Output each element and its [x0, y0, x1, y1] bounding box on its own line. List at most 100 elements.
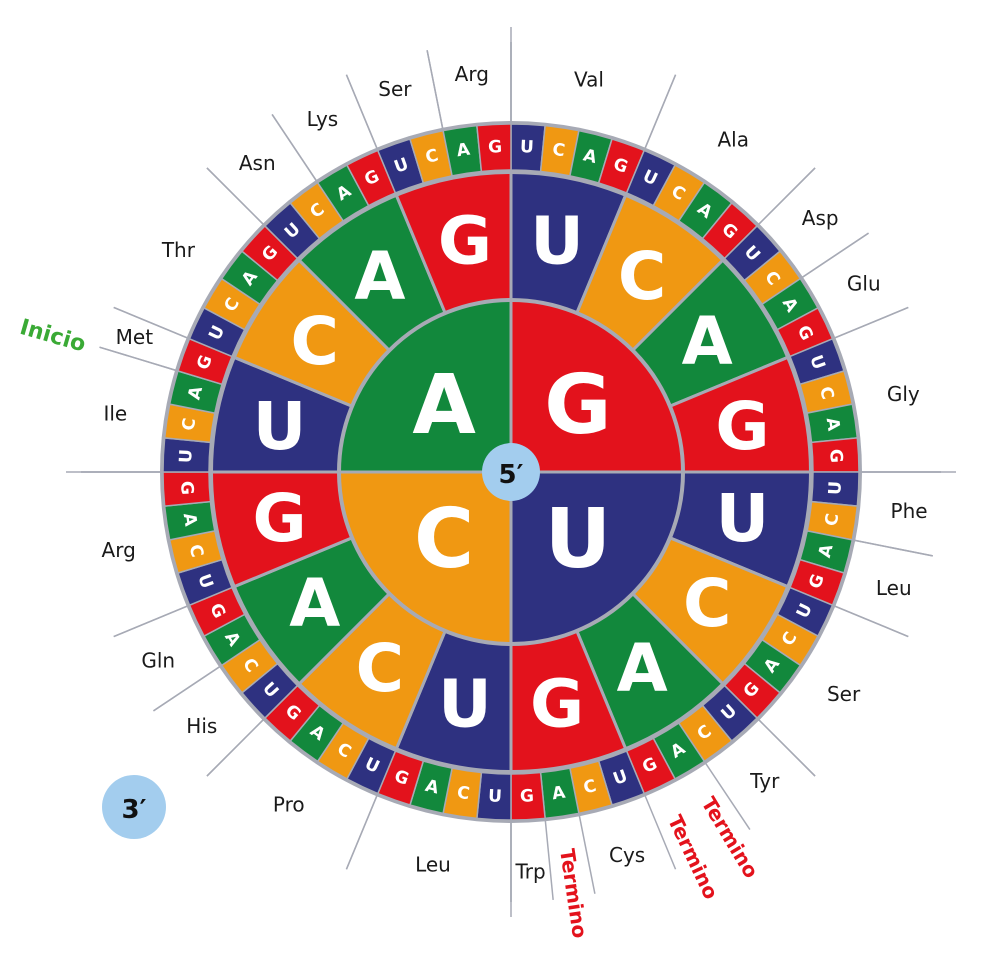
amino-acid-lys: Lys [307, 107, 339, 131]
third-base-letter: A [581, 145, 599, 168]
leader-line [756, 717, 816, 777]
third-base-letter: C [822, 512, 844, 527]
third-base-letter: G [392, 766, 412, 790]
third-base-letter: U [193, 572, 216, 592]
middle-ring-border [209, 170, 813, 774]
second-base-letter: A [617, 630, 668, 707]
leader-line [756, 167, 816, 227]
second-base-letter: C [618, 238, 666, 315]
third-base-letter: A [815, 541, 838, 559]
leader-line [345, 793, 379, 870]
first-base-letter: A [412, 358, 476, 453]
leader-line [206, 717, 266, 777]
third-base-letter: U [805, 353, 828, 373]
amino-acid-glu: Glu [847, 271, 881, 295]
leader-line [643, 74, 677, 151]
third-base-letter: C [551, 140, 566, 162]
amino-acid-arg: Arg [102, 538, 136, 562]
leader-line [799, 232, 869, 280]
first-base-letter: U [545, 492, 612, 587]
leader-line [852, 539, 933, 557]
leader-line [426, 50, 444, 131]
third-base-letter: G [825, 449, 846, 464]
third-base-letter: C [456, 783, 471, 805]
amino-acid-gln: Gln [141, 649, 175, 673]
third-base-letter: G [519, 786, 534, 807]
second-base-letter: U [716, 480, 770, 557]
second-base-letter: C [356, 630, 404, 707]
first-base-letter: C [414, 492, 474, 587]
stop-codon-label: Termino [555, 847, 592, 940]
second-base-letter: C [291, 303, 339, 380]
amino-acid-leu: Leu [876, 576, 912, 600]
third-base-letter: C [815, 385, 837, 402]
leader-line [113, 604, 190, 638]
amino-acid-ala: Ala [717, 127, 749, 151]
leader-line [832, 604, 909, 638]
third-base-letter: U [392, 154, 412, 177]
second-base-letter: G [438, 203, 492, 280]
amino-acid-val: Val [574, 68, 604, 92]
amino-acid-ile: Ile [103, 401, 127, 425]
amino-acid-gly: Gly [887, 382, 920, 406]
leader-line [99, 346, 179, 372]
five-prime-hub: 5′ [482, 443, 540, 501]
leader-line [153, 664, 223, 712]
five-prime-circle [482, 443, 540, 501]
amino-acid-met: Met [116, 325, 154, 349]
amino-acid-asp: Asp [802, 206, 839, 230]
amino-acid-arg: Arg [455, 62, 489, 86]
amino-acid-his: His [186, 714, 217, 738]
leader-line [578, 813, 596, 894]
third-base-letter: G [193, 353, 217, 373]
third-base-letter: C [185, 542, 207, 559]
amino-acid-asn: Asn [239, 151, 276, 175]
amino-acid-leu: Leu [415, 852, 451, 876]
leader-line [271, 114, 319, 184]
leader-lines [66, 27, 956, 917]
three-prime-marker: 3′ [102, 775, 166, 839]
amino-acid-ser: Ser [378, 77, 412, 101]
second-base-letter: C [683, 565, 731, 642]
second-base-letter: A [289, 565, 340, 642]
second-base-letter: G [252, 480, 306, 557]
second-base-letter: A [682, 303, 733, 380]
second-base-letter: U [253, 388, 307, 465]
three-prime-label: 3′ [122, 795, 147, 825]
amino-acid-thr: Thr [161, 238, 196, 262]
third-base-letter: A [551, 783, 568, 805]
third-base-letter: C [424, 146, 441, 168]
third-base-letter: A [179, 512, 201, 529]
third-base-letter: U [611, 766, 631, 789]
third-base-letter: C [179, 417, 201, 432]
amino-acid-pro: Pro [273, 793, 305, 817]
third-base-letter: G [805, 572, 829, 592]
start-codon-label: Inicio [17, 315, 88, 358]
amino-acid-phe: Phe [891, 499, 928, 523]
second-base-letter: U [438, 665, 492, 742]
first-base-letter: G [544, 358, 611, 453]
three-prime-circle [102, 775, 166, 839]
leader-line [206, 167, 266, 227]
amino-acid-ser: Ser [827, 682, 861, 706]
third-base-letter: U [176, 449, 197, 464]
third-base-letter: A [455, 140, 472, 162]
second-base-letter: U [530, 203, 584, 280]
third-base-letter: A [184, 383, 207, 401]
inner-ring-border [337, 298, 685, 646]
leader-line [345, 74, 379, 151]
amino-acid-cys: Cys [609, 843, 645, 867]
third-base-letter: U [488, 786, 503, 807]
five-prime-label: 5′ [499, 460, 524, 490]
leader-line [643, 793, 677, 870]
second-base-letter: G [530, 665, 584, 742]
amino-acid-tyr: Tyr [749, 769, 780, 793]
second-base-letter: A [354, 238, 405, 315]
third-base-letter: A [423, 776, 441, 799]
third-base-letter: G [176, 480, 197, 495]
leader-line [832, 306, 909, 340]
leader-line [544, 818, 554, 901]
leader-line [113, 306, 190, 340]
